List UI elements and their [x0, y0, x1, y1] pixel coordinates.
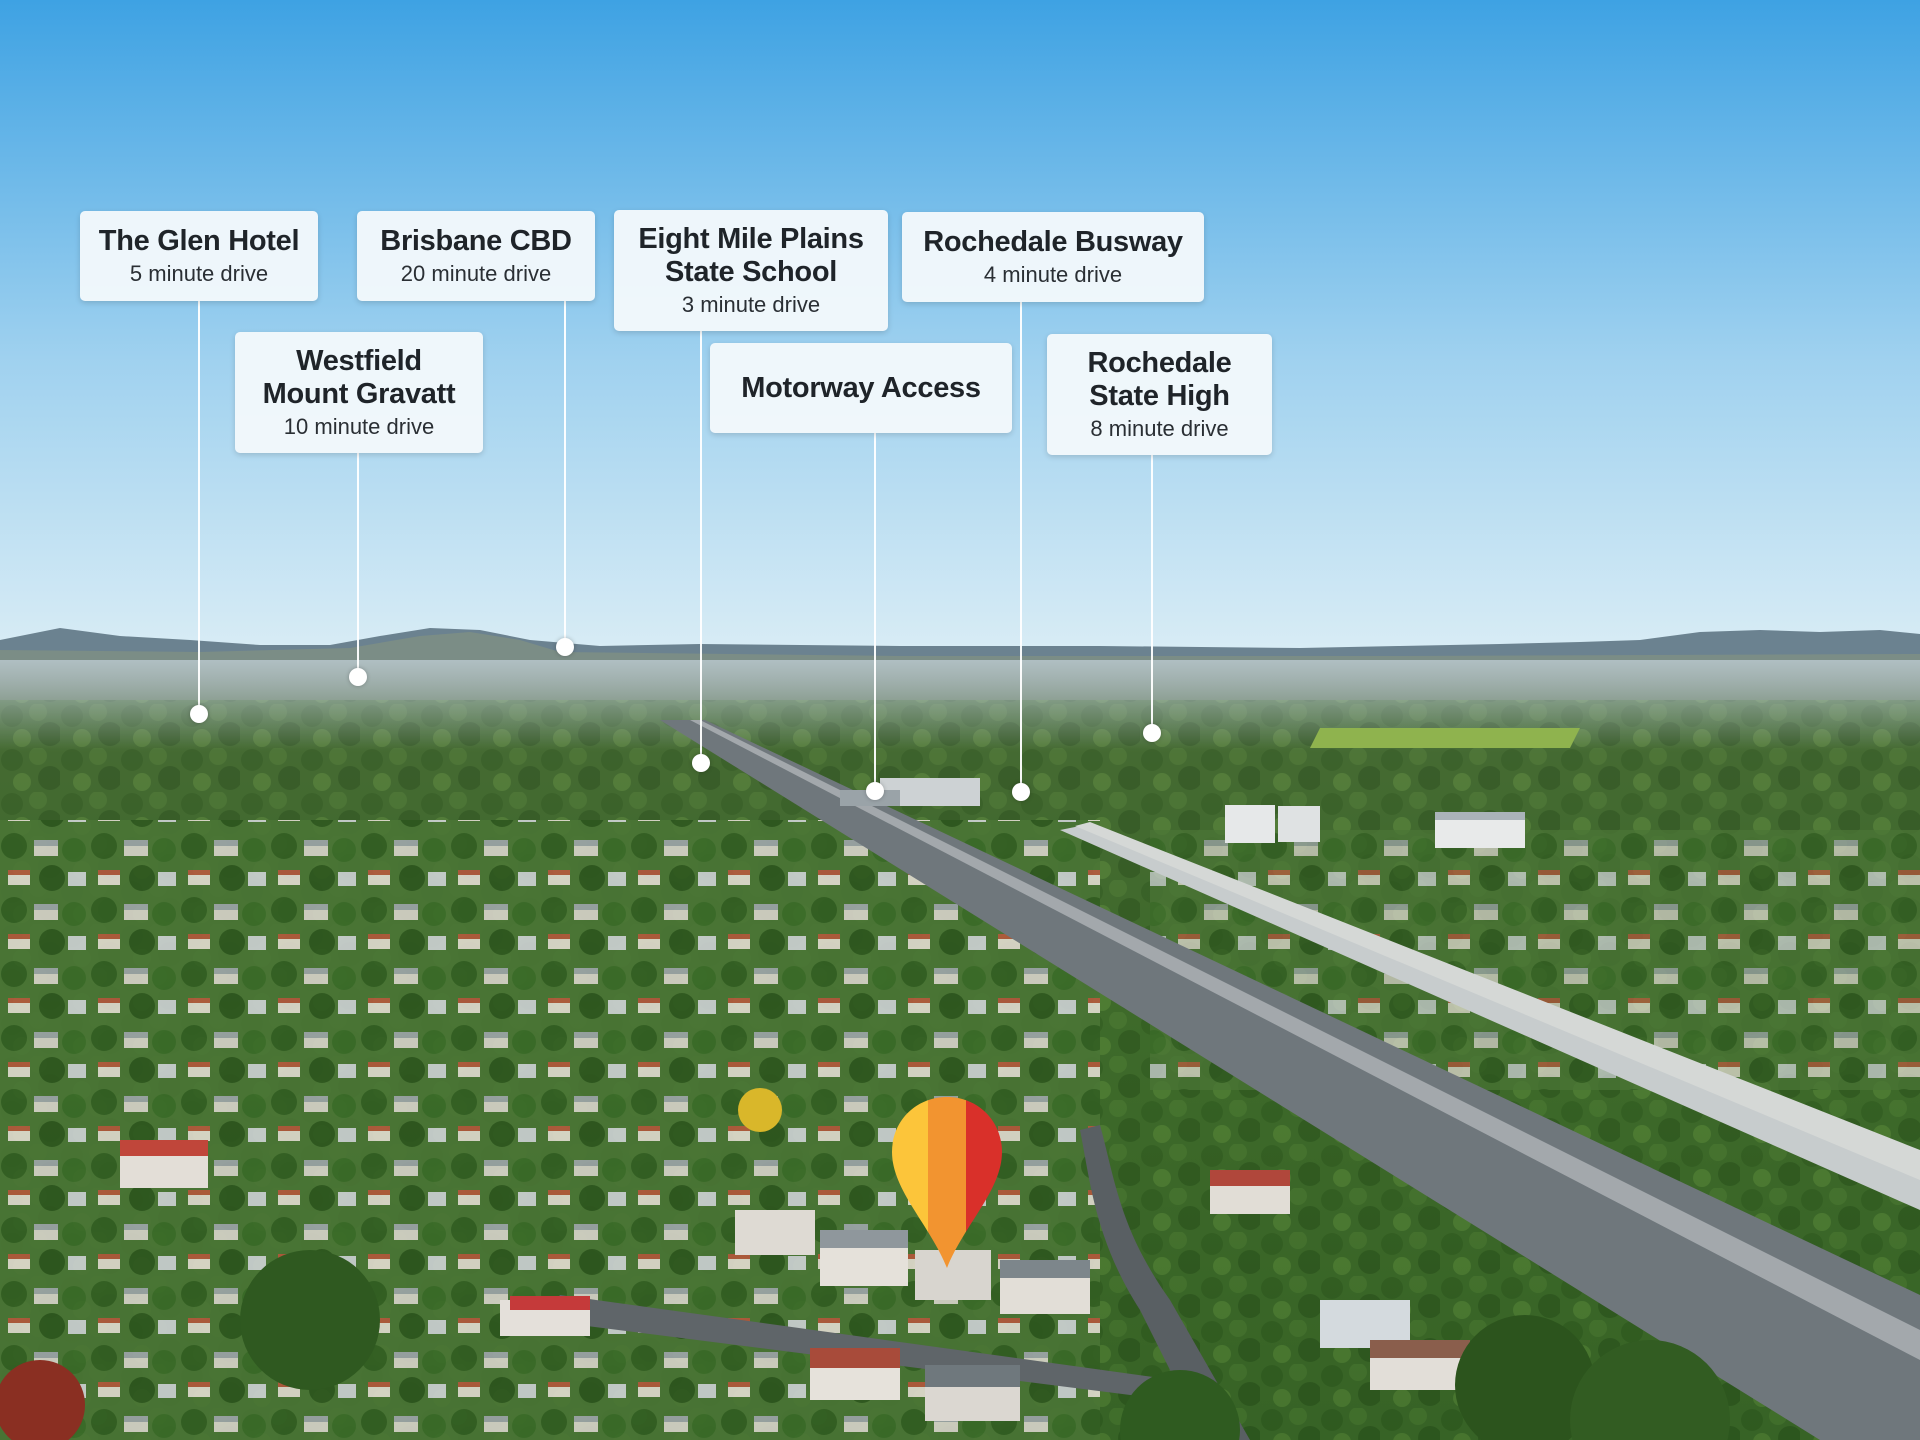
- dot-eight-mile: [692, 754, 710, 772]
- label-title: The Glen Hotel: [98, 224, 300, 257]
- label-card-brisbane-cbd: Brisbane CBD 20 minute drive: [357, 211, 595, 301]
- label-card-glen-hotel: The Glen Hotel 5 minute drive: [80, 211, 318, 301]
- dot-glen: [190, 705, 208, 723]
- label-title: Brisbane CBD: [380, 224, 572, 257]
- leader-busway: [1020, 302, 1022, 792]
- label-drive-time: 10 minute drive: [283, 413, 435, 439]
- leader-eight-mile: [700, 331, 702, 763]
- label-drive-time: 4 minute drive: [983, 261, 1123, 287]
- label-card-eight-mile-plains: Eight Mile Plains State School 3 minute …: [614, 210, 888, 331]
- label-title-line2: State School: [664, 255, 838, 288]
- dot-high: [1143, 724, 1161, 742]
- leader-motorway: [874, 433, 876, 791]
- label-title-line1: Rochedale: [1087, 346, 1232, 379]
- label-card-motorway-access: Motorway Access: [710, 343, 1012, 433]
- label-drive-time: 3 minute drive: [681, 291, 821, 317]
- leader-cbd: [564, 301, 566, 647]
- leader-westfield: [357, 453, 359, 677]
- label-drive-time: 5 minute drive: [129, 260, 269, 286]
- dot-busway: [1012, 783, 1030, 801]
- label-drive-time: 8 minute drive: [1090, 415, 1229, 441]
- label-drive-time: 20 minute drive: [400, 260, 552, 286]
- map-pin-icon: [892, 1097, 1002, 1268]
- label-title: Rochedale Busway: [923, 225, 1183, 258]
- dot-westfield: [349, 668, 367, 686]
- label-card-rochedale-busway: Rochedale Busway 4 minute drive: [902, 212, 1204, 302]
- label-title-line2: State High: [1089, 379, 1230, 412]
- label-title-line1: Westfield: [296, 344, 422, 377]
- label-card-rochedale-state-high: Rochedale State High 8 minute drive: [1047, 334, 1272, 455]
- leader-glen: [198, 301, 200, 714]
- label-title: Motorway Access: [741, 371, 981, 404]
- dot-cbd: [556, 638, 574, 656]
- label-title-line1: Eight Mile Plains: [638, 222, 864, 255]
- dot-motorway: [866, 782, 884, 800]
- label-title-line2: Mount Gravatt: [262, 377, 456, 410]
- leader-high: [1151, 455, 1153, 733]
- label-card-westfield: Westfield Mount Gravatt 10 minute drive: [235, 332, 483, 453]
